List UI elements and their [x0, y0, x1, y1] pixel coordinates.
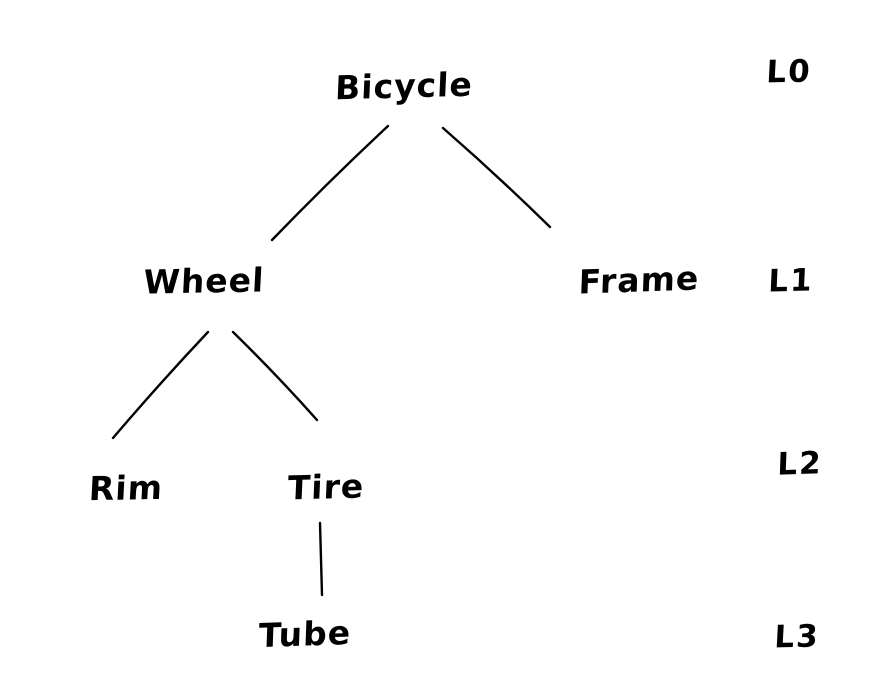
node-label-frame: Frame — [577, 258, 701, 302]
edge-bicycle-frame — [441, 126, 552, 229]
level-label-l3: L3 — [773, 618, 821, 656]
node-label-tube: Tube — [258, 612, 352, 656]
level-label-l2: L2 — [776, 445, 824, 483]
node-label-tire: Tire — [286, 466, 366, 508]
node-label-wheel: Wheel — [142, 260, 266, 302]
node-label-rim: Rim — [87, 467, 165, 509]
edge-bicycle-wheel — [270, 124, 390, 242]
edge-tire-tube — [318, 521, 324, 597]
node-label-bicycle: Bicycle — [334, 64, 474, 108]
level-label-l1: L1 — [767, 262, 815, 300]
level-label-l0: L0 — [765, 53, 813, 91]
edge-wheel-rim — [111, 330, 210, 440]
edge-wheel-tire — [231, 330, 319, 422]
